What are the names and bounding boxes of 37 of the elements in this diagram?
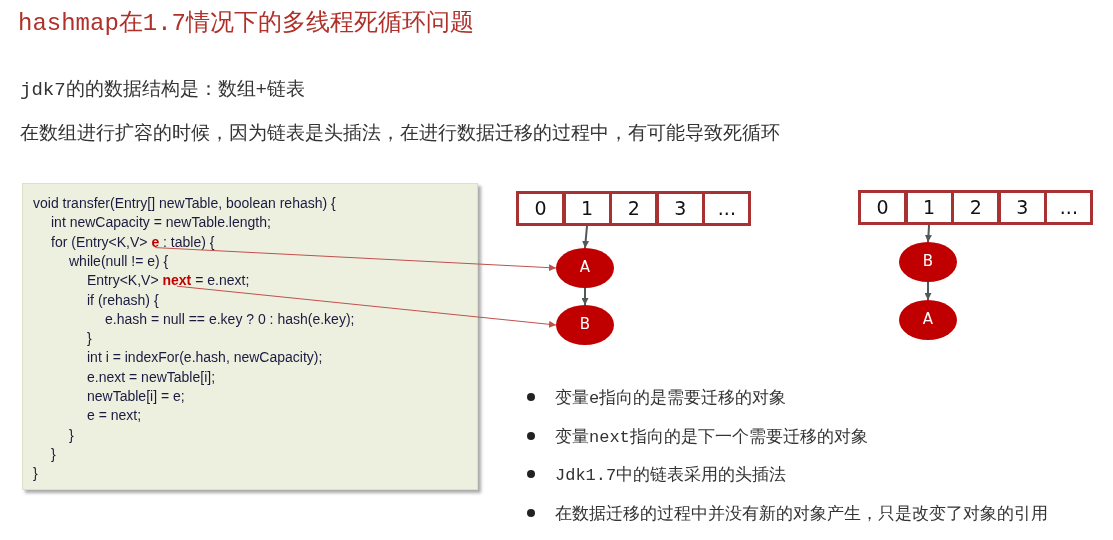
arrow [581, 287, 589, 306]
code-line: e.hash = null == e.key ? 0 : hash(e.key); [105, 310, 355, 327]
variable-name: e [151, 233, 160, 250]
code-line: e.next = newTable[i]; [87, 368, 216, 385]
code-line: } [69, 426, 74, 443]
code-line: } [51, 445, 56, 462]
code-text: = e.next; [195, 272, 250, 289]
node-ellipse: B [899, 242, 957, 282]
leader-line [154, 247, 557, 272]
variable-name: next [162, 272, 192, 289]
node-ellipse: A [899, 300, 957, 340]
code-line: e = next; [87, 407, 142, 424]
text-line: jdk7的的数据结构是：数组+链表 [20, 78, 305, 102]
code-text: : table) { [163, 233, 215, 250]
bullet-text: 在数据迁移的过程中并没有新的对象产生，只是改变了对象的引用 [555, 504, 1048, 525]
code-line: newTable[i] = e; [87, 388, 185, 404]
code-box [22, 183, 478, 490]
arrow [924, 281, 932, 301]
node-ellipse: A [556, 248, 614, 288]
bullet-text: 变量next指向的是下一个需要迁移的对象 [555, 427, 868, 448]
code-line: } [87, 330, 92, 347]
code-line: } [33, 465, 38, 482]
text-line: 在数组进行扩容的时候，因为链表是头插法，在进行数据迁移的过程中，有可能导致死循环 [20, 122, 780, 146]
code-line: void transfer(Entry[] newTable, boolean rehash) { [33, 195, 336, 211]
title: hashmap在1.7情况下的多线程死循环问题 [18, 9, 475, 38]
bullet-text: Jdk1.7中的链表采用的头插法 [555, 465, 787, 486]
code-line: int newCapacity = newTable.length; [51, 214, 271, 231]
code-text: Entry<K,V> [87, 272, 159, 289]
code-line: if (rehash) { [87, 291, 159, 308]
code-text: for (Entry<K,V> [51, 233, 148, 250]
code-line: int i = indexFor(e.hash, newCapacity); [87, 349, 323, 366]
node-ellipse: B [556, 305, 614, 345]
code-line: while(null != e) { [69, 252, 169, 269]
arrow [924, 223, 932, 243]
arrow [582, 224, 590, 249]
leader-line [176, 285, 557, 328]
bullet-text: 变量e指向的是需要迁移的对象 [555, 388, 787, 409]
